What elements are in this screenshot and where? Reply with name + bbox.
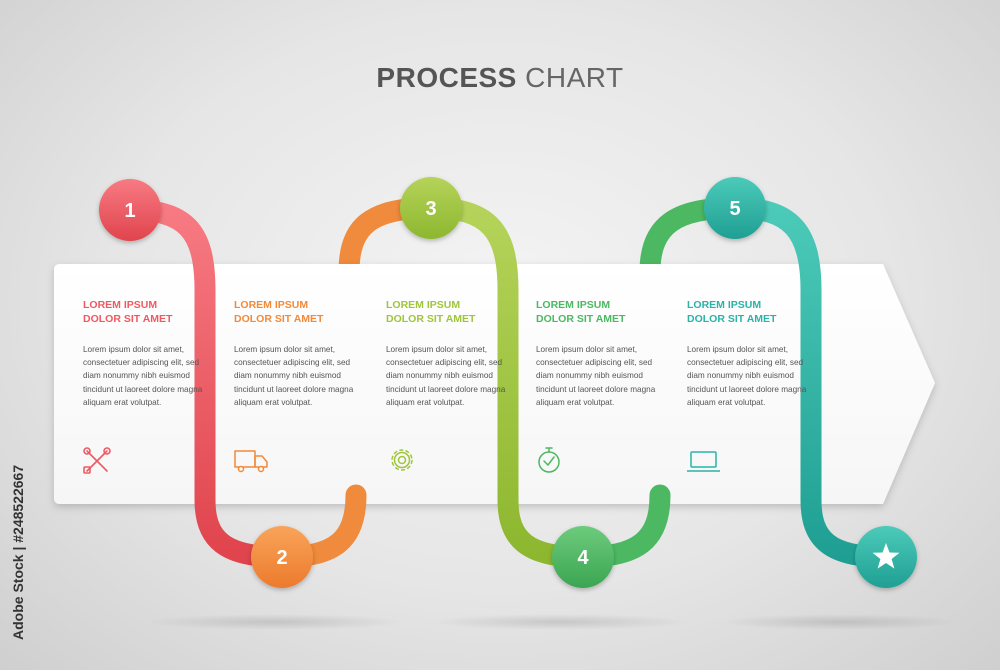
floor-shadow	[720, 614, 960, 630]
step-number-4: 4	[577, 547, 589, 569]
connector-5-end	[724, 197, 897, 568]
floor-shadow	[145, 614, 405, 630]
chart-title: PROCESS CHART	[0, 62, 1000, 94]
step-1-heading: LOREM IPSUM DOLOR SIT AMET	[83, 298, 208, 326]
gear-icon	[391, 449, 413, 471]
step-node-1	[99, 179, 161, 241]
step-number-1: 1	[124, 200, 135, 222]
step-5-heading: LOREM IPSUM DOLOR SIT AMET	[687, 298, 812, 326]
step-3-heading-line2: DOLOR SIT AMET	[386, 313, 476, 325]
title-bold: PROCESS	[376, 62, 517, 93]
star-icon	[872, 543, 900, 569]
step-2-heading-line2: DOLOR SIT AMET	[234, 313, 324, 325]
step-4-heading-line1: LOREM IPSUM	[536, 299, 611, 311]
step-number-2: 2	[276, 547, 287, 569]
step-5-body: Lorem ipsum dolor sit amet, consectetuer…	[687, 345, 807, 407]
laptop-icon	[687, 451, 720, 472]
truck-icon	[234, 450, 268, 473]
step-number-5: 5	[729, 198, 740, 220]
step-5-text: LOREM IPSUM DOLOR SIT AMET Lorem ipsum d…	[687, 298, 812, 409]
title-light: CHART	[525, 62, 624, 93]
process-banner	[54, 264, 935, 504]
step-number-3: 3	[425, 198, 436, 220]
step-4-heading-line2: DOLOR SIT AMET	[536, 313, 626, 325]
stopwatch-icon	[538, 447, 560, 473]
step-2-text: LOREM IPSUM DOLOR SIT AMET Lorem ipsum d…	[234, 298, 359, 409]
step-4-body: Lorem ipsum dolor sit amet, consectetuer…	[536, 345, 656, 407]
step-1-text: LOREM IPSUM DOLOR SIT AMET Lorem ipsum d…	[83, 298, 208, 409]
step-2-body: Lorem ipsum dolor sit amet, consectetuer…	[234, 345, 354, 407]
step-1-body: Lorem ipsum dolor sit amet, consectetuer…	[83, 345, 203, 407]
tools-icon	[83, 447, 111, 474]
step-node-4	[552, 526, 614, 588]
step-4-heading: LOREM IPSUM DOLOR SIT AMET	[536, 298, 661, 326]
step-3-body: Lorem ipsum dolor sit amet, consectetuer…	[386, 345, 506, 407]
step-node-3	[400, 177, 462, 239]
step-3-heading: LOREM IPSUM DOLOR SIT AMET	[386, 298, 511, 326]
step-3-heading-line1: LOREM IPSUM	[386, 299, 461, 311]
step-2-heading: LOREM IPSUM DOLOR SIT AMET	[234, 298, 359, 326]
connector-1-2	[119, 199, 293, 568]
step-1-heading-line1: LOREM IPSUM	[83, 299, 158, 311]
step-node-5	[704, 177, 766, 239]
step-node-2	[251, 526, 313, 588]
step-4-text: LOREM IPSUM DOLOR SIT AMET Lorem ipsum d…	[536, 298, 661, 409]
step-5-heading-line1: LOREM IPSUM	[687, 299, 762, 311]
step-3-text: LOREM IPSUM DOLOR SIT AMET Lorem ipsum d…	[386, 298, 511, 409]
floor-shadow	[430, 614, 690, 630]
connector-3-4	[420, 197, 594, 568]
stock-id-label: Adobe Stock | #248522667	[10, 464, 26, 640]
step-1-heading-line2: DOLOR SIT AMET	[83, 313, 173, 325]
step-2-heading-line1: LOREM IPSUM	[234, 299, 309, 311]
step-5-heading-line2: DOLOR SIT AMET	[687, 313, 777, 325]
